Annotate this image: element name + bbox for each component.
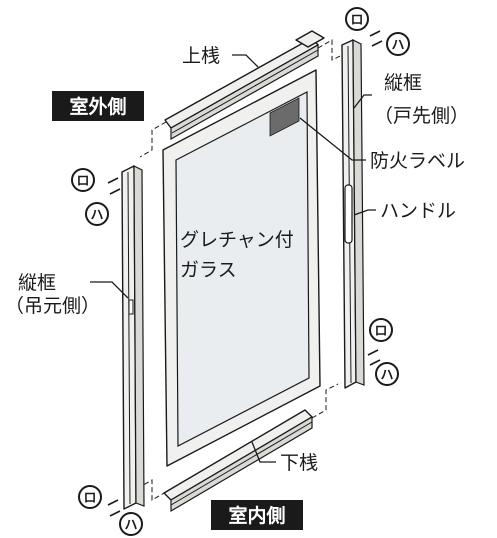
label-bottom-rail: 下桟 xyxy=(280,452,318,474)
label-stile-door-tip-sub: （戸先側） xyxy=(374,105,469,127)
handle-grip xyxy=(344,184,353,244)
label-stile-hinge: 縦框 xyxy=(18,272,56,294)
screws xyxy=(107,30,383,517)
screw-mark-ha-right-lower: ハ xyxy=(375,362,399,386)
svg-text:ロ: ロ xyxy=(350,13,363,28)
bottom-rail xyxy=(163,409,313,513)
screw-mark-ro-left-upper: ロ xyxy=(71,168,95,192)
glass-pane xyxy=(162,69,321,467)
screw-mark-ro-left-lower: ロ xyxy=(78,485,102,509)
label-fire-label: 防火ラベル xyxy=(370,150,465,172)
svg-text:ロ: ロ xyxy=(374,324,387,339)
screw-mark-ro-right-lower: ロ xyxy=(369,318,393,342)
svg-text:ロ: ロ xyxy=(83,491,96,506)
svg-text:ハ: ハ xyxy=(124,518,137,533)
svg-text:室内側: 室内側 xyxy=(228,504,285,527)
svg-text:ハ: ハ xyxy=(380,368,393,383)
leader-lines xyxy=(90,54,376,463)
left-stile xyxy=(121,165,145,510)
fire-label-plate xyxy=(269,97,300,137)
top-rail xyxy=(164,30,325,141)
assembly-guides xyxy=(139,39,345,501)
screw-mark-ha-top-right: ハ xyxy=(386,32,410,56)
svg-text:室外側: 室外側 xyxy=(69,95,126,118)
label-stile-door-tip: 縦框 xyxy=(384,72,422,94)
svg-text:ハ: ハ xyxy=(90,208,103,223)
label-glass-line1: グレチャン付 xyxy=(180,229,294,251)
right-stile xyxy=(341,39,365,389)
label-handle: ハンドル xyxy=(380,200,456,222)
label-top-rail: 上桟 xyxy=(182,45,220,67)
svg-text:ハ: ハ xyxy=(391,38,404,53)
label-glass-line2: ガラス xyxy=(180,259,237,281)
screw-mark-ha-left-lower: ハ xyxy=(119,512,143,536)
svg-text:ロ: ロ xyxy=(76,174,89,189)
badge-outdoor-side: 室外側 xyxy=(52,91,144,121)
label-stile-hinge-sub: （吊元側） xyxy=(5,295,100,317)
screw-mark-ro-top-right: ロ xyxy=(345,7,369,31)
badge-indoor-side: 室内側 xyxy=(211,500,303,530)
screw-mark-ha-left-upper: ハ xyxy=(85,202,109,226)
